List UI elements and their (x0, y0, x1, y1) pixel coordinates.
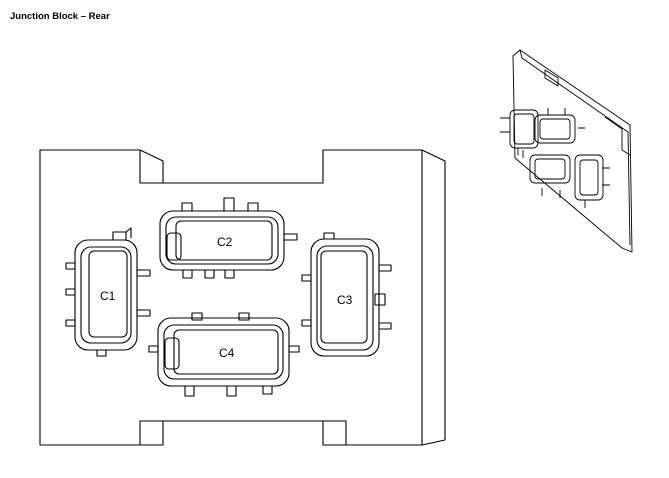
connector-c1-label: C1 (100, 289, 116, 303)
connector-c3: C3 (301, 232, 392, 357)
connector-c2-label: C2 (217, 235, 233, 249)
connector-c3-label: C3 (337, 293, 353, 307)
connector-c1: C1 (65, 227, 151, 357)
connector-c4-label: C4 (219, 346, 235, 360)
junction-block-body (39, 149, 446, 446)
junction-block-isometric-view (500, 49, 633, 253)
connector-c4: C4 (148, 312, 300, 397)
connector-c2: C2 (159, 197, 298, 279)
diagram-title: Junction Block – Rear (10, 11, 110, 22)
